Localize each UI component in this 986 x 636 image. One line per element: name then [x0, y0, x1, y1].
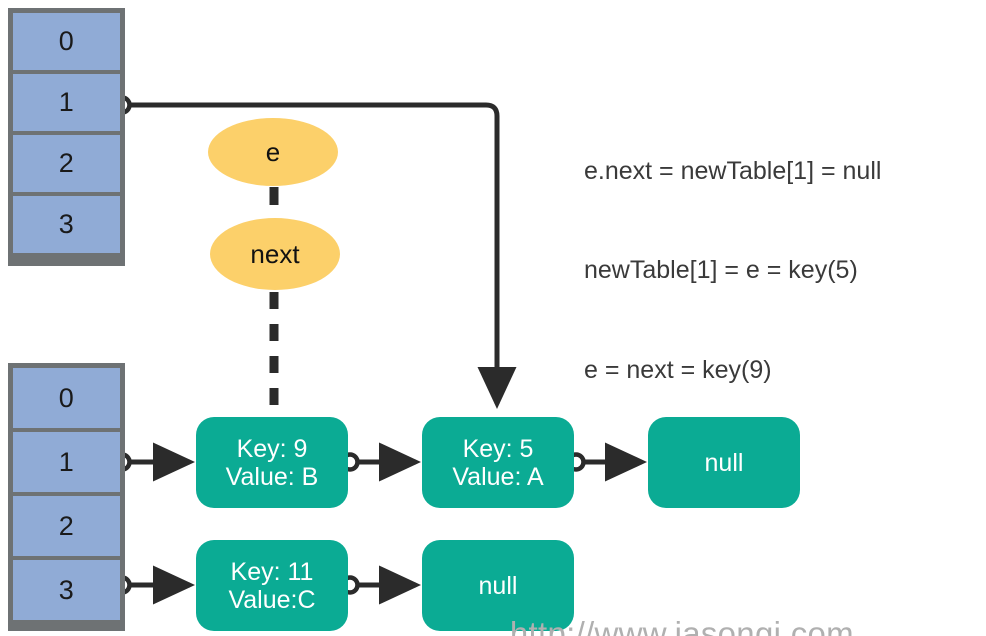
annotation-line-3: e = next = key(9) [584, 356, 772, 384]
pointer-next-ellipse[interactable]: next [210, 218, 340, 290]
old-table-cell-1-label: 1 [58, 446, 75, 477]
old-table-cell-0[interactable]: 0 [13, 368, 120, 428]
node-key-11-key: Key: 11 [230, 557, 314, 586]
old-table-cell-3[interactable]: 3 [13, 560, 120, 620]
new-table-cell-0-label: 0 [58, 26, 75, 56]
node-null-1-label: null [704, 448, 744, 477]
old-table-cell-2-label: 2 [58, 510, 75, 541]
edge-key11-to-null [340, 565, 421, 605]
node-key-9[interactable]: Key: 9 Value: B [196, 417, 348, 508]
new-table-cell-3-label: 3 [58, 209, 75, 239]
pointer-next-label: next [250, 238, 300, 269]
watermark: http://www.jasongj.com [472, 577, 854, 636]
new-table-cell-3[interactable]: 3 [13, 196, 120, 253]
pointer-e-ellipse[interactable]: e [208, 118, 338, 186]
old-table-cell-0-label: 0 [58, 382, 75, 413]
new-table-cell-2-label: 2 [58, 148, 75, 178]
node-null-2[interactable]: null [422, 540, 574, 631]
edge-oldtable1-to-key9 [112, 442, 195, 482]
old-table-cell-2[interactable]: 2 [13, 496, 120, 556]
new-table: 0 1 2 3 [8, 8, 125, 266]
node-key-9-value: Value: B [225, 462, 319, 491]
annotation-line-1: e.next = newTable[1] = null [584, 156, 882, 185]
edge-key9-to-key5 [340, 442, 421, 482]
watermark-text: http://www.jasongj.com [509, 615, 854, 636]
edge-oldtable3-to-key11 [112, 565, 195, 605]
annotation-line-2: newTable[1] = e = key(5) [584, 256, 858, 285]
node-key-9-key: Key: 9 [236, 434, 308, 463]
node-null-2-label: null [478, 571, 518, 600]
old-table-cell-3-label: 3 [58, 574, 75, 605]
annotation-text: e.next = newTable[1] = null newTable[1] … [584, 88, 881, 454]
new-table-cell-0[interactable]: 0 [13, 13, 120, 70]
new-table-cell-1[interactable]: 1 [13, 74, 120, 131]
old-table-cell-1[interactable]: 1 [13, 432, 120, 492]
old-table: 0 1 2 3 [8, 363, 125, 631]
new-table-cell-2[interactable]: 2 [13, 135, 120, 192]
node-key-5-value: Value: A [452, 462, 544, 491]
node-key-11-value: Value:C [228, 585, 316, 614]
new-table-cell-1-label: 1 [58, 87, 75, 117]
edge-key5-to-null [566, 442, 647, 482]
node-key-11[interactable]: Key: 11 Value:C [196, 540, 348, 631]
pointer-e-label: e [265, 136, 281, 167]
node-key-5-key: Key: 5 [462, 434, 534, 463]
node-key-5[interactable]: Key: 5 Value: A [422, 417, 574, 508]
node-null-1[interactable]: null [648, 417, 800, 508]
